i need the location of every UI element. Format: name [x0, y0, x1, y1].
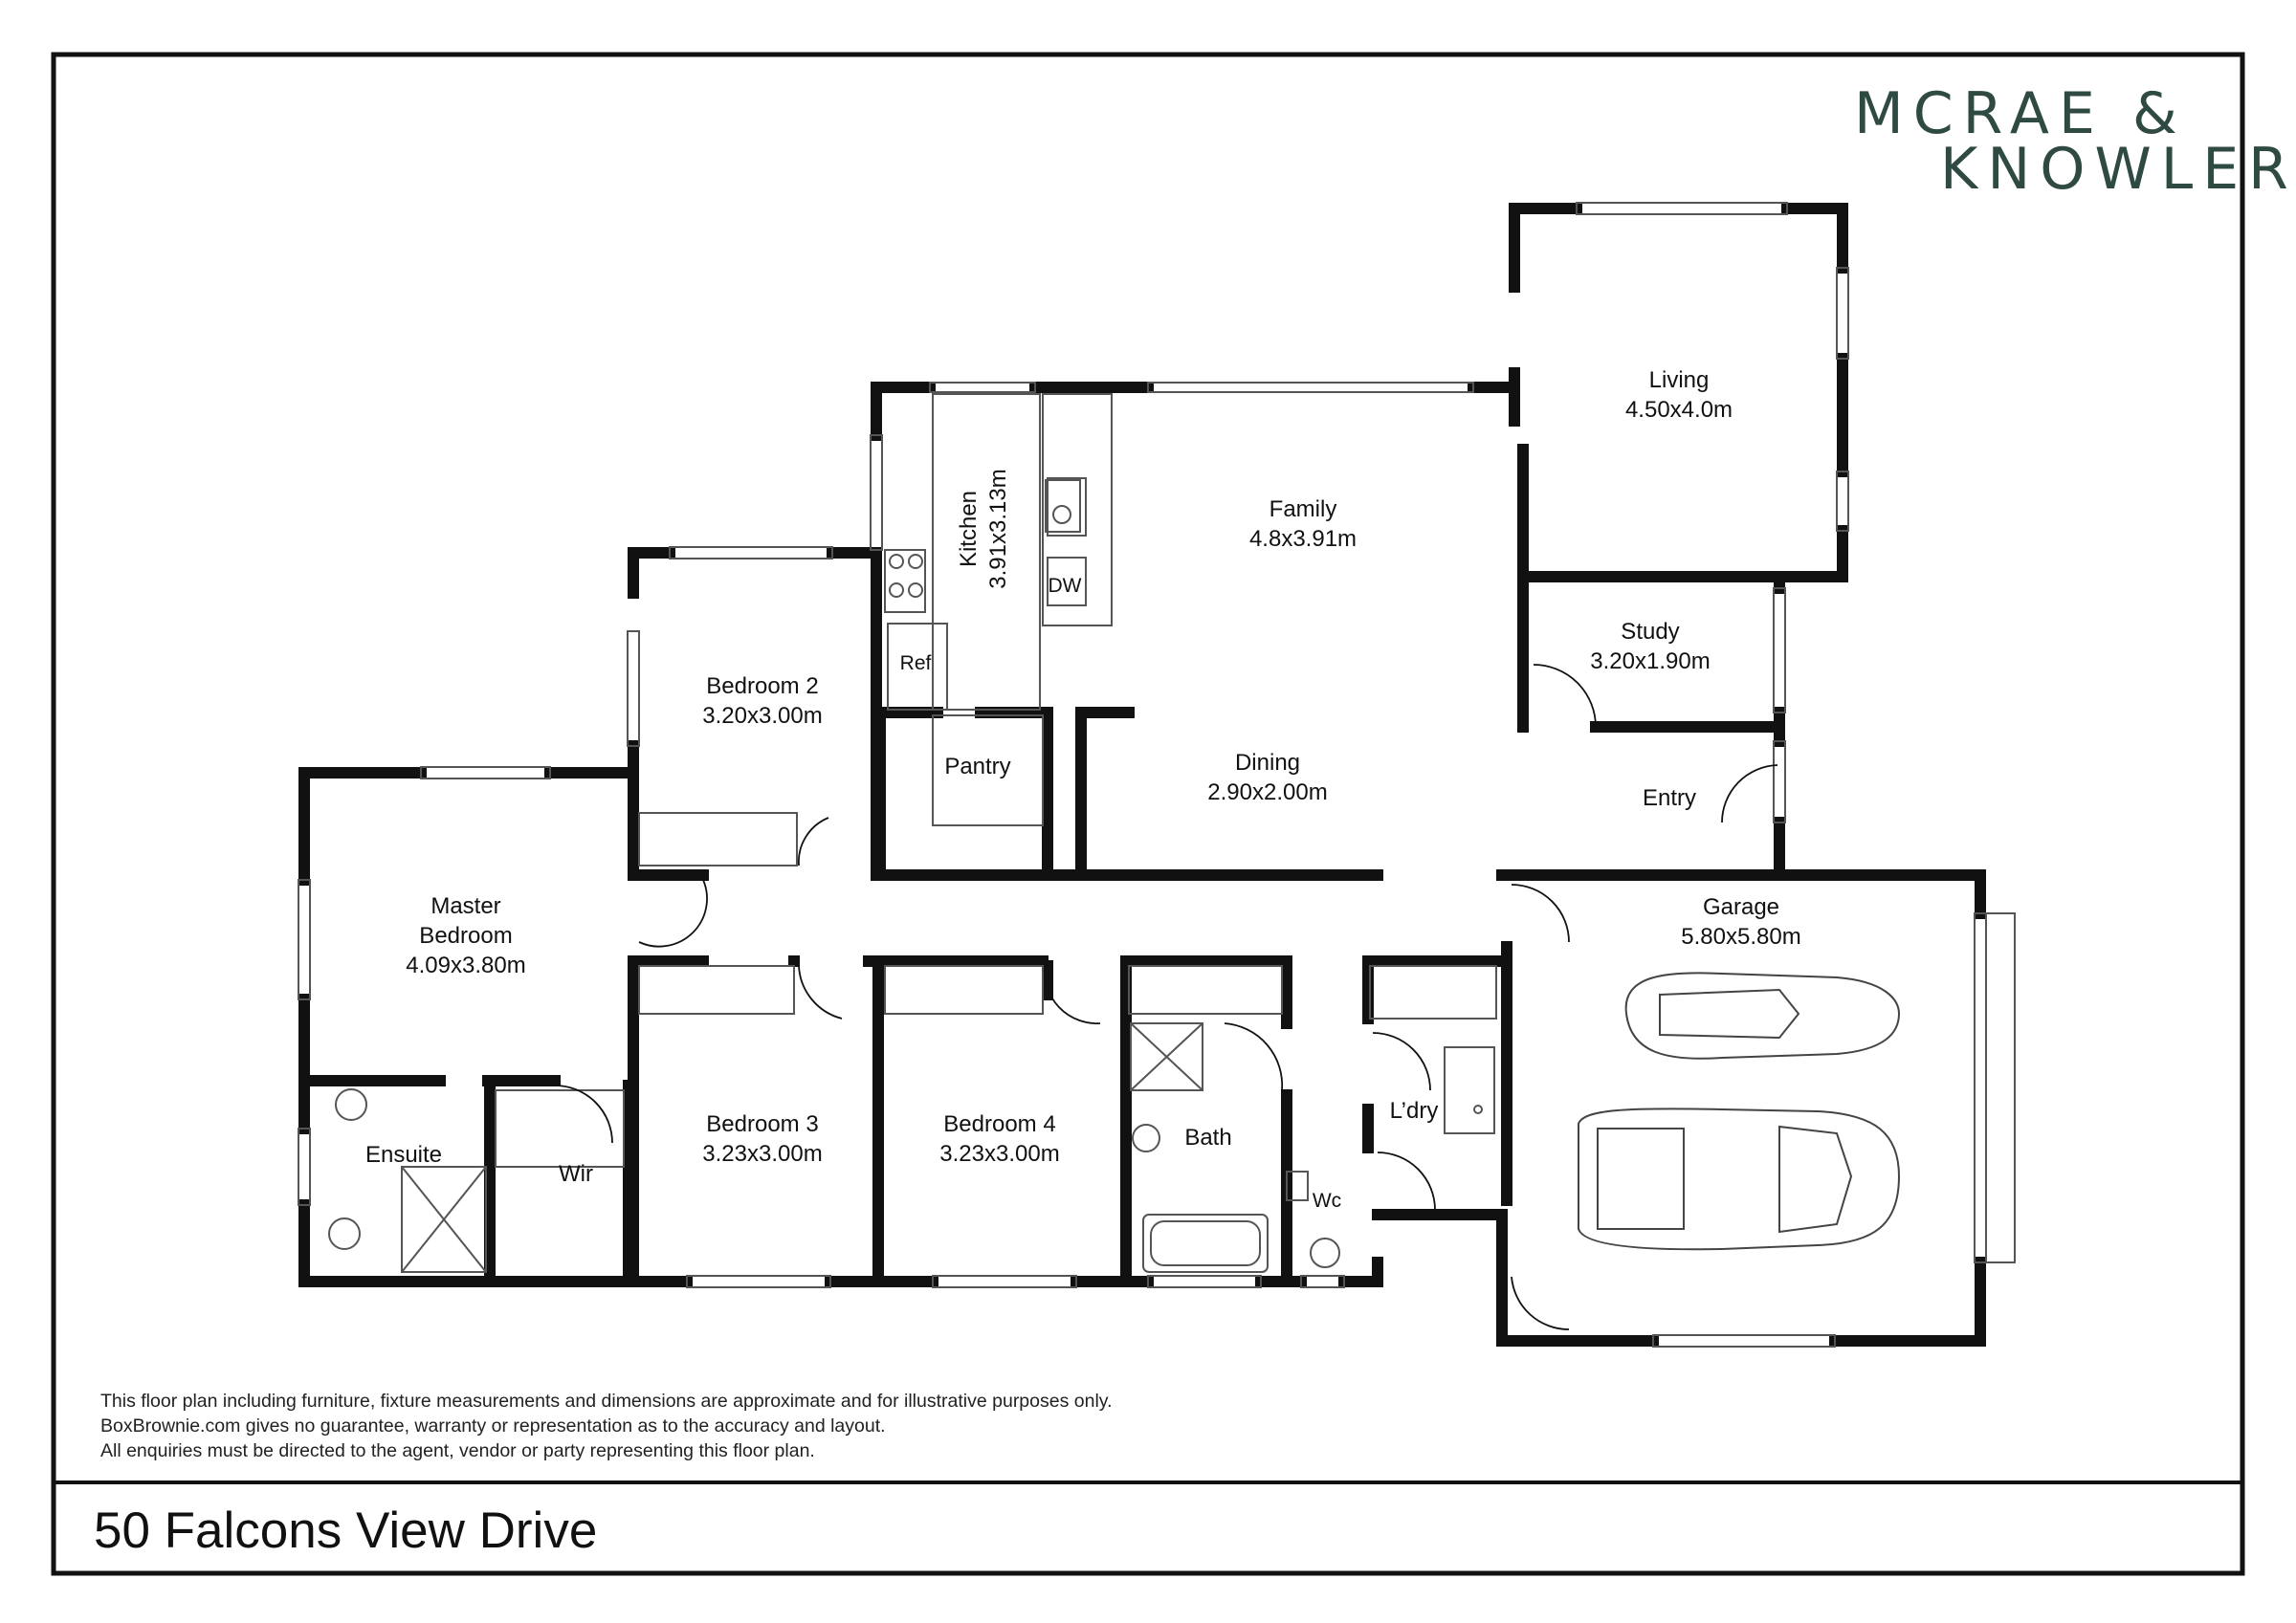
room-size: 5.80x5.80m	[1681, 924, 1801, 950]
room-size: 3.91x3.13m	[985, 469, 1011, 589]
room-study: Study 3.20x1.90m	[1590, 617, 1710, 676]
room-size: 4.8x3.91m	[1248, 526, 1358, 552]
room-size: 4.50x4.0m	[1624, 397, 1733, 423]
room-size: 4.09x3.80m	[406, 953, 526, 978]
room-name: Garage	[1702, 894, 1780, 920]
fixture-label: Ref	[899, 652, 932, 674]
room-size: 3.20x1.90m	[1590, 648, 1711, 674]
room-garage: Garage 5.80x5.80m	[1681, 892, 1800, 952]
room-ensuite: Ensuite	[365, 1140, 442, 1170]
windows-and-details	[298, 202, 2016, 1348]
room-size: 3.20x3.00m	[702, 703, 823, 729]
brand-logo-line2: KNOWLER	[1940, 136, 2296, 203]
room-name: Study	[1621, 619, 1680, 645]
page-border	[51, 52, 2245, 1576]
disclaimer-line: BoxBrownie.com gives no guarantee, warra…	[100, 1415, 886, 1437]
room-name: Bedroom	[419, 923, 513, 949]
room-name: L’dry	[1389, 1098, 1439, 1124]
room-name: Bedroom 2	[706, 673, 819, 699]
disclaimer-line: All enquiries must be directed to the ag…	[100, 1440, 815, 1461]
room-laundry: L’dry	[1390, 1096, 1439, 1126]
room-master-bedroom: Master Bedroom 4.09x3.80m	[406, 891, 525, 980]
room-name: Living	[1648, 367, 1710, 393]
fixture-dishwasher: DW	[1049, 571, 1082, 601]
walls	[298, 203, 1986, 1347]
disclaimer-line: This floor plan including furniture, fix…	[100, 1391, 1113, 1412]
room-size: 3.23x3.00m	[939, 1141, 1060, 1167]
disclaimer: This floor plan including furniture, fix…	[100, 1389, 1113, 1463]
cars	[1578, 972, 1901, 1251]
room-size: 2.90x2.00m	[1207, 779, 1328, 805]
room-family: Family 4.8x3.91m	[1249, 494, 1357, 554]
brand-logo-line1: MCRAE &	[1854, 80, 2187, 147]
fixture-fridge: Ref	[900, 648, 932, 678]
room-name: Ensuite	[364, 1142, 443, 1168]
room-name: Entry	[1642, 785, 1697, 811]
room-entry: Entry	[1643, 783, 1696, 813]
fixture-label: DW	[1048, 575, 1082, 597]
room-bedroom-4: Bedroom 4 3.23x3.00m	[939, 1109, 1059, 1169]
property-address: 50 Falcons View Drive	[94, 1502, 598, 1559]
door-swings	[554, 664, 1778, 1330]
room-bath: Bath	[1184, 1123, 1231, 1152]
room-bedroom-2: Bedroom 2 3.20x3.00m	[702, 671, 822, 731]
room-name: Wc	[1312, 1190, 1342, 1212]
room-name: Bath	[1184, 1125, 1232, 1151]
room-dining: Dining 2.90x2.00m	[1207, 748, 1327, 807]
room-living: Living 4.50x4.0m	[1625, 365, 1733, 425]
room-name: Bedroom 4	[943, 1111, 1056, 1137]
room-name: Family	[1269, 496, 1337, 522]
room-wir: Wir	[559, 1159, 593, 1189]
room-name: Dining	[1234, 750, 1301, 776]
room-wc: Wc	[1313, 1186, 1341, 1216]
room-name: Kitchen	[956, 490, 982, 568]
room-pantry: Pantry	[944, 752, 1010, 781]
room-name: Master	[430, 893, 501, 919]
room-name: Pantry	[944, 754, 1011, 779]
room-bedroom-3: Bedroom 3 3.23x3.00m	[702, 1109, 822, 1169]
room-kitchen: Kitchen 3.91x3.13m	[954, 469, 1013, 588]
room-name: Bedroom 3	[706, 1111, 819, 1137]
room-name: Wir	[559, 1161, 593, 1187]
room-size: 3.23x3.00m	[702, 1141, 823, 1167]
